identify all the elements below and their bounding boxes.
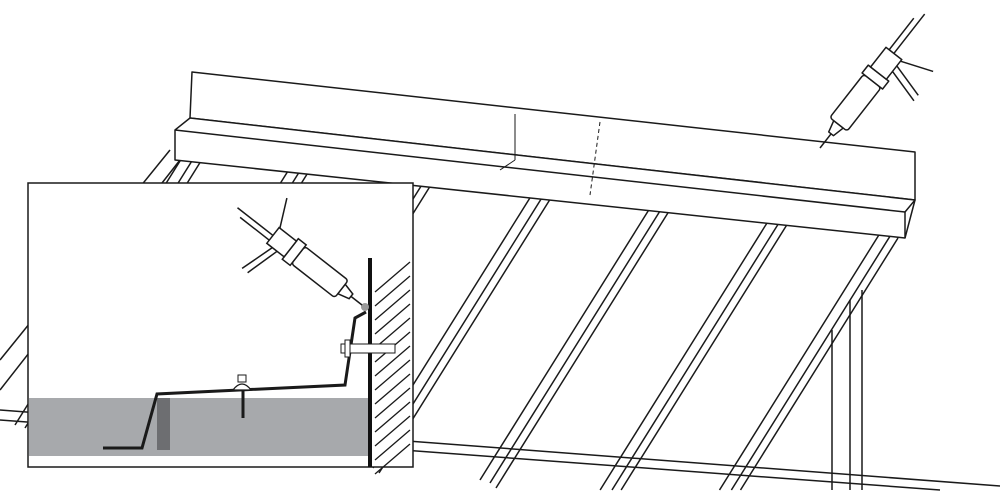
hatch-line [374, 401, 411, 433]
hatch-line [374, 429, 411, 461]
wall-hatch [374, 261, 411, 475]
bracket-bolt-icon [340, 339, 396, 358]
hatch-line [374, 261, 411, 293]
hatch-line [374, 317, 411, 349]
support-posts [831, 290, 863, 490]
hatch-line [374, 359, 411, 391]
hatch-line [374, 373, 411, 405]
roof-rib [599, 208, 789, 491]
hatch-line [374, 275, 411, 307]
caulking-gun-icon [819, 13, 934, 149]
hatch-line [374, 303, 411, 335]
section-detail-inset [27, 182, 414, 475]
caulking-gun-icon [237, 197, 363, 306]
roof-rib [479, 193, 672, 489]
hatch-line [374, 443, 411, 475]
insulation-block [29, 398, 369, 456]
hatch-line [374, 387, 411, 419]
spacer-block [157, 398, 170, 450]
hatch-line [374, 289, 411, 321]
roof-rib [718, 223, 899, 491]
hatch-line [374, 415, 411, 447]
wall-flashing [174, 71, 916, 239]
sealant-bead [361, 303, 369, 311]
fastener-screw-icon [231, 374, 253, 418]
hatch-line [374, 345, 411, 377]
